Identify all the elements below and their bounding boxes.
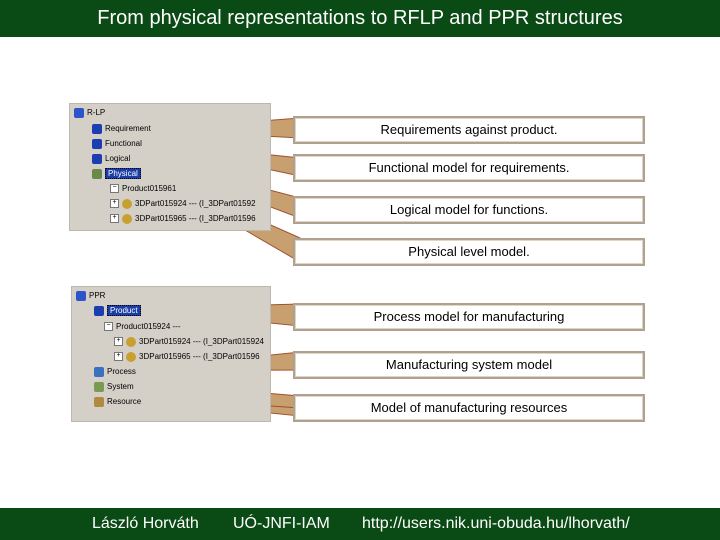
tree-item-resource[interactable]: Resource xyxy=(94,396,141,408)
expand-icon[interactable]: + xyxy=(114,337,123,347)
part-icon xyxy=(126,336,136,347)
part-icon xyxy=(122,213,132,224)
expand-icon[interactable]: + xyxy=(114,352,123,362)
part-icon xyxy=(122,198,132,209)
resource-icon xyxy=(94,396,104,407)
footer-institution: UÓ-JNFI-IAM xyxy=(233,515,330,532)
footer-author: László Horváth xyxy=(92,515,199,532)
tree-item-part-2[interactable]: +3DPart015965 --- (I_3DPart01596 xyxy=(110,213,256,225)
collapse-icon[interactable]: − xyxy=(110,184,119,194)
tree-item-system[interactable]: System xyxy=(94,381,134,393)
tree-item-part-2[interactable]: +3DPart015965 --- (I_3DPart01596 xyxy=(114,351,260,363)
footer-bar: László Horváth UÓ-JNFI-IAM http://users.… xyxy=(0,508,720,540)
ppr-icon xyxy=(76,290,86,301)
tree-item-requirement[interactable]: Requirement xyxy=(92,123,151,135)
system-icon xyxy=(94,381,104,392)
callout-system: Manufacturing system model xyxy=(293,351,645,379)
tree-item-physical[interactable]: Physical xyxy=(92,168,141,180)
logical-icon xyxy=(92,153,102,164)
callout-physical: Physical level model. xyxy=(293,238,645,266)
physical-icon xyxy=(92,168,102,179)
process-icon xyxy=(94,366,104,377)
expand-icon[interactable]: + xyxy=(110,199,119,209)
rflp-icon xyxy=(74,107,84,118)
ppr-tree-panel: PPR Product −Product015924 --- +3DPart01… xyxy=(71,286,271,422)
tree-item-logical[interactable]: Logical xyxy=(92,153,130,165)
footer-url[interactable]: http://users.nik.uni-obuda.hu/lhorvath/ xyxy=(362,515,630,532)
tree-item-product[interactable]: −Product015961 xyxy=(110,183,176,195)
callout-functional: Functional model for requirements. xyxy=(293,154,645,182)
part-icon xyxy=(126,351,136,362)
tree-item-functional[interactable]: Functional xyxy=(92,138,142,150)
product-icon xyxy=(94,305,104,316)
callout-process: Process model for manufacturing xyxy=(293,303,645,331)
callout-resources: Model of manufacturing resources xyxy=(293,394,645,422)
tree-root[interactable]: R-LP xyxy=(74,107,105,119)
callout-logical: Logical model for functions. xyxy=(293,196,645,224)
functional-icon xyxy=(92,138,102,149)
callout-requirements: Requirements against product. xyxy=(293,116,645,144)
requirement-icon xyxy=(92,123,102,134)
tree-root[interactable]: PPR xyxy=(76,290,105,302)
collapse-icon[interactable]: − xyxy=(104,322,113,332)
tree-item-subproduct[interactable]: −Product015924 --- xyxy=(104,321,180,333)
tree-item-part-1[interactable]: +3DPart015924 --- (I_3DPart015924 xyxy=(114,336,264,348)
tree-item-part-1[interactable]: +3DPart015924 --- (I_3DPart01592 xyxy=(110,198,256,210)
rflp-tree-panel: R-LP Requirement Functional Logical Phys… xyxy=(69,103,271,231)
tree-item-process[interactable]: Process xyxy=(94,366,136,378)
tree-item-product[interactable]: Product xyxy=(94,305,141,317)
expand-icon[interactable]: + xyxy=(110,214,119,224)
slide-title: From physical representations to RFLP an… xyxy=(0,0,720,37)
